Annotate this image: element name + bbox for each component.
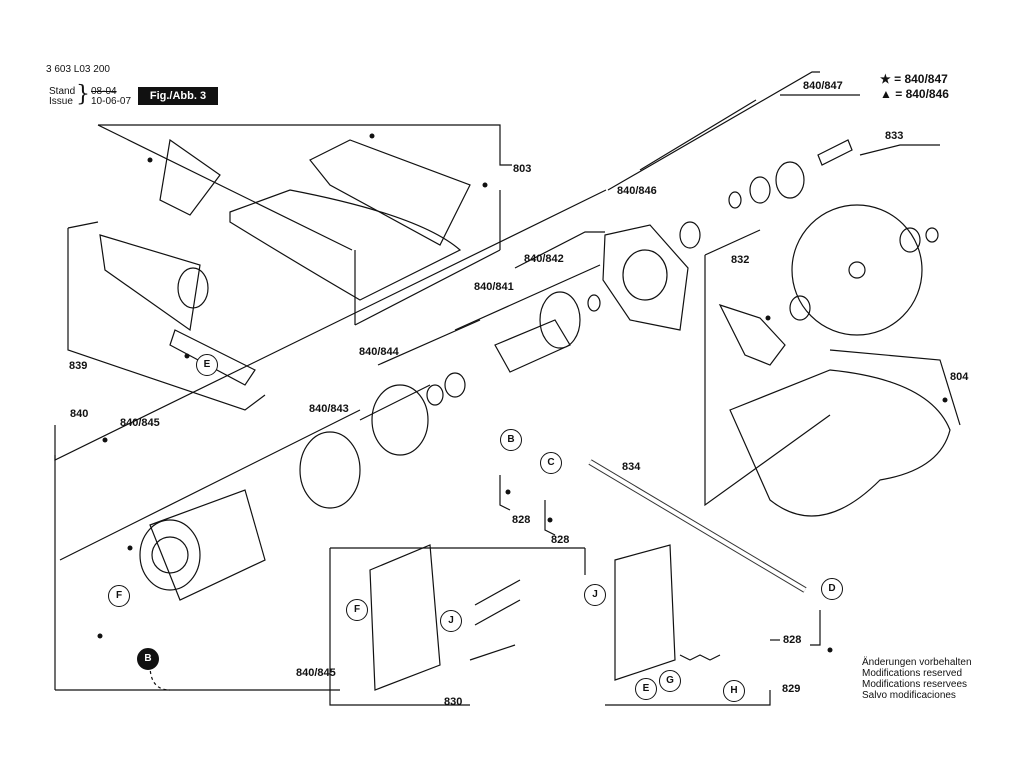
- hardware-markers: [97, 133, 948, 653]
- label-832: 832: [731, 254, 750, 266]
- callout-e-upper: E: [196, 354, 218, 376]
- label-840-841: 840/841: [474, 281, 514, 293]
- stand-date-struck: 08-04: [91, 86, 117, 97]
- modification-notes: Änderungen vorbehalten Modifications res…: [862, 657, 972, 701]
- callout-f-right: F: [346, 599, 368, 621]
- brace-glyph: }: [76, 82, 90, 107]
- legend-star: ★ = 840/847: [880, 72, 948, 86]
- label-830: 830: [444, 696, 463, 708]
- label-828-c: 828: [783, 634, 802, 646]
- callout-j-left: J: [440, 610, 462, 632]
- note-spanish: Salvo modificaciones: [862, 690, 956, 701]
- assembly-guide-lines: [54, 71, 961, 706]
- note-english: Modifications reserved: [862, 668, 963, 679]
- callout-f-left: F: [108, 585, 130, 607]
- stand-label: Stand: [49, 86, 76, 97]
- callout-d: D: [821, 578, 843, 600]
- legend-star-text: 840/847: [904, 72, 948, 86]
- triangle-icon: ▲: [880, 87, 892, 101]
- legend-triangle-text: 840/846: [905, 87, 949, 101]
- label-828-a: 828: [512, 514, 531, 526]
- label-829: 829: [782, 683, 801, 695]
- note-german: Änderungen vorbehalten: [862, 657, 972, 668]
- document-number: 3 603 L03 200: [46, 64, 110, 75]
- label-840-847: 840/847: [803, 80, 843, 92]
- issue-label: Issue: [49, 96, 73, 107]
- issue-date: 10-06-07: [91, 96, 132, 107]
- label-839: 839: [69, 360, 88, 372]
- label-834: 834: [622, 461, 641, 473]
- label-828-b: 828: [551, 534, 570, 546]
- callout-g: G: [659, 670, 681, 692]
- label-840-843: 840/843: [309, 403, 349, 415]
- callout-e-lower: E: [635, 678, 657, 700]
- label-840-842: 840/842: [524, 253, 564, 265]
- part-sketches: [99, 138, 951, 691]
- legend-triangle: ▲ = 840/846: [880, 87, 949, 101]
- callout-c: C: [540, 452, 562, 474]
- star-icon: ★: [880, 72, 891, 86]
- callout-b-upper: B: [500, 429, 522, 451]
- label-840-845-bottom: 840/845: [296, 667, 336, 679]
- callout-b-lower: B: [137, 648, 159, 670]
- label-833: 833: [885, 130, 904, 142]
- callout-h: H: [723, 680, 745, 702]
- label-840-846: 840/846: [617, 185, 657, 197]
- label-840-844: 840/844: [359, 346, 399, 358]
- label-804: 804: [950, 371, 969, 383]
- label-840-845-top: 840/845: [120, 417, 160, 429]
- figure-badge: Fig./Abb. 3: [138, 87, 218, 105]
- callout-j-right: J: [584, 584, 606, 606]
- note-french: Modifications reservees: [862, 679, 968, 690]
- label-803: 803: [513, 163, 532, 175]
- label-840: 840: [70, 408, 89, 420]
